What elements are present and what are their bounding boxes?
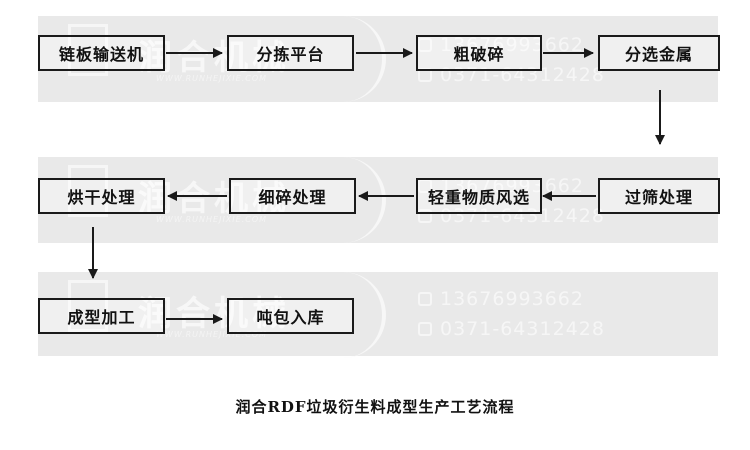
watermark-tel-line: 0371-64312428 [418, 205, 605, 227]
phone-icon [418, 292, 432, 306]
step-drying: 烘干处理 [38, 178, 165, 214]
watermark-site: WWW.RUNHEJIXIE.COM [156, 330, 268, 339]
watermark-brand: 润合机械 [138, 38, 290, 78]
watermark-band-1: 润合机械 WWW.RUNHEJIXIE.COM 13676993662 0371… [38, 16, 718, 102]
watermark-arc [286, 272, 386, 358]
tel-icon [418, 322, 432, 336]
step-chain-conveyor: 链板输送机 [38, 35, 165, 71]
step-metal-separation: 分选金属 [598, 35, 720, 71]
step-sorting-platform: 分拣平台 [227, 35, 354, 71]
watermark-tel-line: 0371-64312428 [418, 318, 605, 340]
watermark-brand: 润合机械 [138, 294, 290, 334]
phone-icon [418, 38, 432, 52]
tel-icon [418, 209, 432, 223]
watermark-phone: 13676993662 [440, 34, 584, 56]
watermark-site: WWW.RUNHEJIXIE.COM [156, 215, 268, 224]
watermark-logo-icon [68, 280, 108, 332]
watermark-logo-icon [68, 165, 108, 217]
step-bagging-storage: 吨包入库 [227, 298, 354, 334]
watermark-logo-icon [68, 24, 108, 76]
watermark-band-3: 润合机械 WWW.RUNHEJIXIE.COM 13676993662 0371… [38, 272, 718, 358]
phone-icon [418, 179, 432, 193]
watermark-arc [286, 157, 386, 243]
diagram-caption: 润合RDF垃圾衍生料成型生产工艺流程 [235, 398, 515, 416]
watermark-tel: 0371-64312428 [440, 205, 605, 227]
step-forming: 成型加工 [38, 298, 165, 334]
watermark-phone: 13676993662 [440, 288, 584, 310]
watermark-phone-line: 13676993662 [418, 288, 584, 310]
step-fine-crushing: 细碎处理 [229, 178, 356, 214]
watermark-band-2: 润合机械 WWW.RUNHEJIXIE.COM 13676993662 0371… [38, 157, 718, 243]
step-air-separation: 轻重物质风选 [416, 178, 542, 214]
step-coarse-crushing: 粗破碎 [416, 35, 542, 71]
watermark-tel: 0371-64312428 [440, 318, 605, 340]
watermark-phone-line: 13676993662 [418, 34, 584, 56]
watermark-arc [286, 16, 386, 102]
watermark-site: WWW.RUNHEJIXIE.COM [156, 74, 268, 83]
step-screening: 过筛处理 [598, 178, 720, 214]
